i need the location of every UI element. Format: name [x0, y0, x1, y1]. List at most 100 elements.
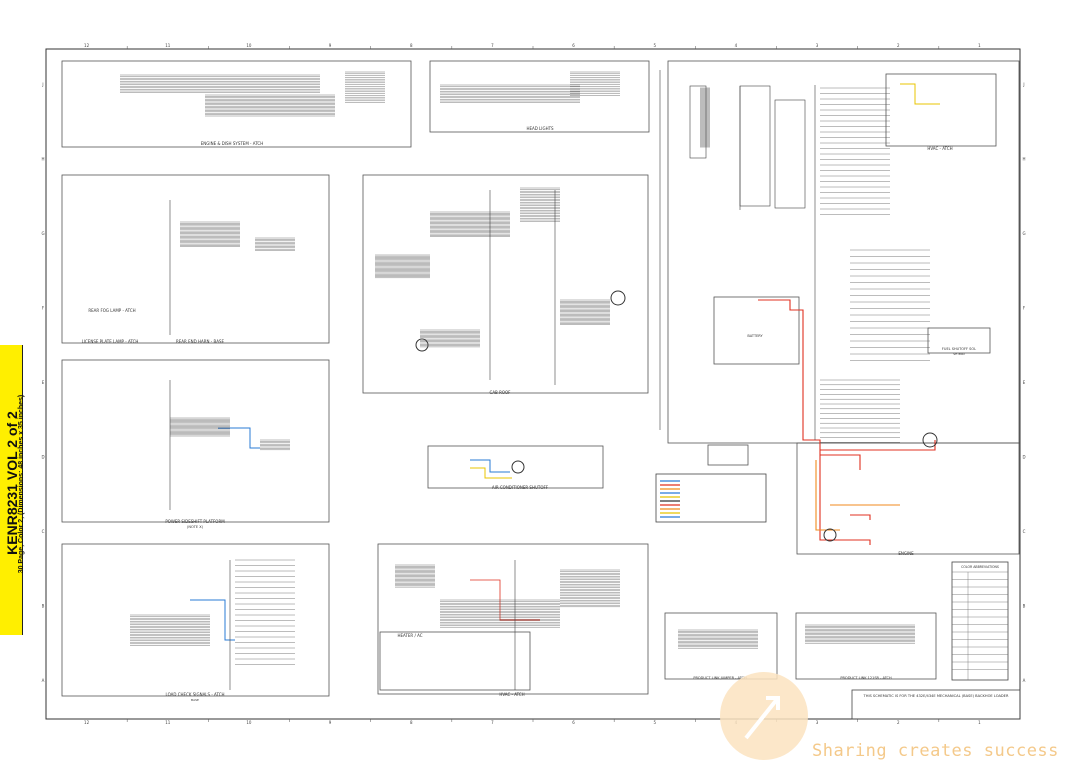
watermark-text: Sharing creates success [812, 741, 1059, 761]
product-link2-box [795, 612, 937, 680]
alternator-symbol [922, 432, 938, 448]
document-subtitle: 30 Page, Color 2, (Dimensions: 48 inches… [18, 394, 25, 574]
horn-symbol [415, 338, 429, 352]
column-marker: 12 [84, 43, 90, 48]
wire-bundle [375, 254, 430, 278]
column-marker: 8 [410, 720, 413, 725]
column-marker: 3 [816, 43, 819, 48]
heater-box [379, 631, 531, 691]
engine-box [796, 442, 1020, 555]
wire-bundle [440, 599, 560, 628]
column-marker: 1 [978, 43, 981, 48]
power-slide-box [61, 359, 330, 523]
license-plate-box [61, 174, 330, 344]
column-marker: 2 [897, 720, 900, 725]
column-marker: 12 [84, 720, 90, 725]
column-marker: 9 [329, 43, 332, 48]
column-marker: 2 [897, 43, 900, 48]
column-marker: 3 [816, 720, 819, 725]
wire-bundles [120, 70, 930, 690]
battery-label: BATTERY [747, 334, 763, 338]
row-marker: G [41, 231, 44, 236]
wire-bundle [130, 614, 210, 646]
column-marker: 10 [246, 720, 252, 725]
hvac-bottom-box [377, 543, 649, 695]
watermark-logo [720, 672, 808, 760]
row-marker: C [1023, 529, 1026, 534]
product-link-box [664, 612, 778, 680]
hvac-top-wiring [900, 83, 940, 105]
fuel-shutoff-box [927, 327, 991, 354]
column-marker: 4 [735, 43, 738, 48]
wire-bundle [395, 564, 435, 588]
main-harness-box [667, 60, 1020, 444]
wire-bundle [850, 249, 930, 361]
air-cond-wiring [470, 459, 512, 479]
product-link-label: PRODUCT LINK JUMPER - ATCH [693, 676, 747, 680]
fuel-shutoff-sub: SH 8ND [953, 352, 965, 356]
column-marker: 11 [165, 720, 171, 725]
row-marker: B [1023, 603, 1026, 608]
row-marker: F [1023, 306, 1026, 311]
column-marker: 5 [653, 43, 656, 48]
air-cond-label: AIR CONDITIONER SHUTOFF [492, 485, 549, 490]
row-marker: D [1022, 454, 1025, 459]
wire-bundle [805, 624, 915, 644]
column-marker: 5 [653, 720, 656, 725]
cab-roof-box [362, 174, 649, 394]
wire-bundle [700, 87, 710, 148]
row-marker: J [1022, 82, 1024, 87]
wire-bundle [180, 221, 240, 247]
air-cond-box [427, 445, 604, 489]
row-marker: G [1022, 231, 1025, 236]
license-plate-label: LICENSE PLATE LAMP - ATCH [82, 339, 139, 344]
load-check-box [61, 543, 330, 697]
wire-bundle [235, 559, 295, 665]
document-side-tab: KENR8231 VOL 2 of 2 30 Page, Color 2, (D… [0, 345, 25, 635]
row-marker: A [42, 678, 45, 683]
fuel-shutoff-label: FUEL SHUTOFF SOL [942, 347, 976, 351]
color-table-rows [952, 571, 1008, 680]
column-marker: 1 [978, 720, 981, 725]
wire-bundle [678, 629, 758, 649]
row-marker: H [1022, 157, 1025, 162]
power-slide-wiring [218, 427, 260, 449]
row-marker: F [42, 306, 45, 311]
engine-system-box [61, 60, 412, 148]
drawing-frame [45, 48, 1021, 720]
wire-bundle [170, 417, 230, 437]
wire-color-legend [655, 473, 767, 523]
row-marker: E [1023, 380, 1026, 385]
hvac-bottom-label: HVAC - ATCH [499, 692, 524, 697]
column-marker: 8 [410, 43, 413, 48]
cab-roof-label: CAB ROOF [490, 390, 512, 395]
title-block-box [851, 689, 1021, 720]
engine-system-label: ENGINE & DISH SYSTEM - ATCH [201, 141, 263, 146]
heater-label: HEATER / AC [397, 633, 422, 638]
load-check-sub: BASE [191, 698, 199, 702]
wire-bundle [205, 94, 335, 117]
title-block-text: THIS SCHEMATIC IS FOR THE 432E/434E MECH… [863, 694, 1009, 698]
color-table-box [951, 561, 1009, 681]
column-marker: 7 [491, 720, 494, 725]
wire-bundle [820, 87, 890, 215]
wire-bundle [120, 74, 320, 93]
blower-symbol [511, 460, 525, 474]
wire-bundle [440, 84, 580, 103]
wire-bundle [560, 299, 610, 325]
load-check-label: LOAD CHECK SIGNALS - ATCH [165, 692, 224, 697]
power-slide-label: POWER SIDESHIFT PLATFORM [165, 519, 225, 524]
wire-bundle [420, 329, 480, 348]
column-marker: 11 [165, 43, 171, 48]
column-marker: 6 [572, 43, 575, 48]
wire-bundle [255, 237, 295, 251]
color-table-title: COLOR ABBREVIATIONS [961, 565, 999, 569]
column-marker: 7 [491, 43, 494, 48]
column-marker: 9 [329, 720, 332, 725]
hvac-top-box [885, 73, 997, 147]
